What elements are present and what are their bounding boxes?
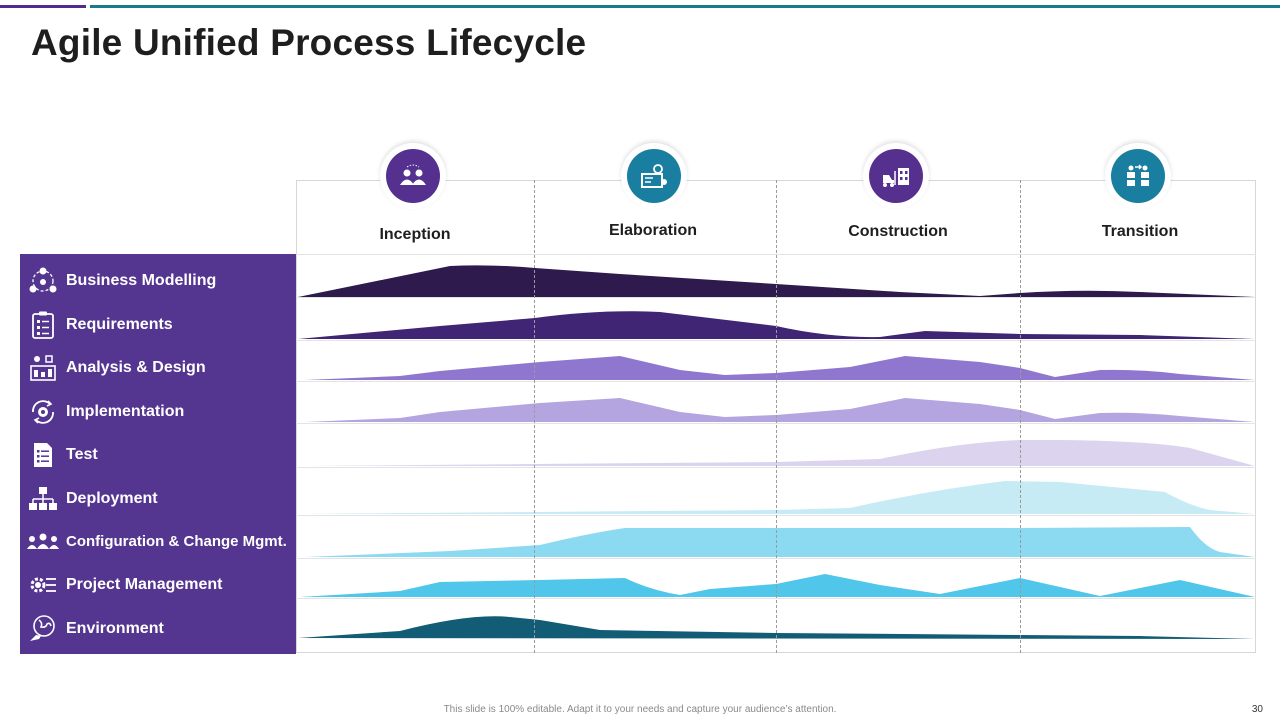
slide-title: Agile Unified Process Lifecycle xyxy=(31,22,587,63)
discipline-analysis-design: Analysis & Design xyxy=(20,346,296,389)
wave-deployment xyxy=(300,481,1255,514)
discipline-label: Deployment xyxy=(66,489,158,507)
wave-implementation xyxy=(305,398,1255,422)
business-cycle-icon xyxy=(20,259,66,302)
top-accent-bar-right xyxy=(90,5,1280,8)
wave-business-modelling xyxy=(298,265,1255,297)
wave-environment xyxy=(298,616,1255,639)
phase-label-inception: Inception xyxy=(379,226,451,243)
discipline-label: Project Management xyxy=(66,575,223,593)
discipline-label: Implementation xyxy=(66,402,185,420)
wave-analysis-design xyxy=(305,356,1255,380)
people-icon xyxy=(386,149,440,203)
discipline-deployment: Deployment xyxy=(20,477,296,520)
footer-note: This slide is 100% editable. Adapt it to… xyxy=(443,704,837,715)
phase-divider xyxy=(776,180,777,653)
gears-icon xyxy=(20,563,66,606)
wave-test xyxy=(305,440,1255,466)
discipline-requirements: Requirements xyxy=(20,303,296,346)
gear-cycle-icon xyxy=(20,390,66,433)
discipline-label: Configuration & Change Mgmt. xyxy=(66,533,287,550)
discipline-environment: Environment xyxy=(20,607,296,650)
discipline-label: Business Modelling xyxy=(66,271,217,289)
page-number: 30 xyxy=(1251,704,1263,715)
analysis-design-icon xyxy=(20,346,66,389)
phase-label-elaboration: Elaboration xyxy=(608,222,697,239)
wave-project-management xyxy=(300,574,1255,597)
hierarchy-icon xyxy=(20,477,66,520)
planning-board-icon xyxy=(627,149,681,203)
phase-divider xyxy=(534,180,535,653)
top-accent-bar-left xyxy=(0,5,86,8)
discipline-implementation: Implementation xyxy=(20,390,296,433)
team-config-icon xyxy=(20,520,66,563)
document-list-icon xyxy=(20,433,66,476)
discipline-configuration-change: Configuration & Change Mgmt. xyxy=(20,520,296,563)
phase-divider xyxy=(1020,180,1021,653)
wave-requirements xyxy=(298,311,1255,339)
discipline-label: Analysis & Design xyxy=(66,358,206,376)
clipboard-checklist-icon xyxy=(20,303,66,346)
discipline-label: Test xyxy=(66,445,98,463)
transfer-icon xyxy=(1111,149,1165,203)
discipline-test: Test xyxy=(20,433,296,476)
discipline-project-management: Project Management xyxy=(20,563,296,606)
discipline-sidebar: Business Modelling Requirements Analysis… xyxy=(20,254,296,654)
discipline-label: Requirements xyxy=(66,315,173,333)
discipline-business-modelling: Business Modelling xyxy=(20,259,296,302)
phase-label-construction: Construction xyxy=(848,223,948,240)
forklift-building-icon xyxy=(869,149,923,203)
discipline-label: Environment xyxy=(66,619,164,637)
phase-label-transition: Transition xyxy=(1101,223,1179,240)
wave-configuration-change xyxy=(305,527,1255,557)
globe-hand-icon xyxy=(20,607,66,650)
